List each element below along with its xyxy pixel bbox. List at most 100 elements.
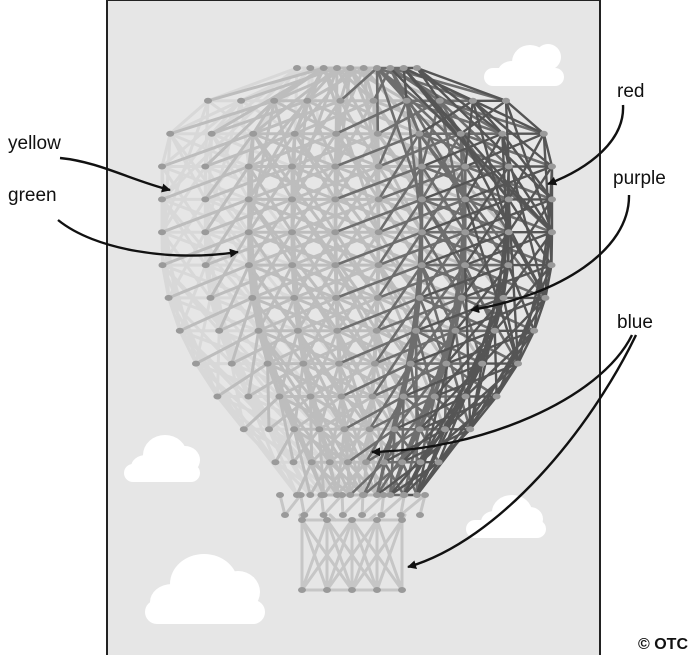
nail — [399, 393, 408, 400]
string-segment — [310, 460, 352, 497]
string-segment — [348, 460, 386, 497]
nail — [201, 163, 210, 170]
nail — [499, 294, 508, 301]
string-segment — [334, 263, 424, 300]
string-segment — [309, 329, 339, 398]
nail — [281, 512, 289, 518]
basket-string — [399, 493, 427, 517]
string-segment — [346, 460, 379, 497]
string-segment — [194, 296, 212, 366]
string-segment — [257, 329, 366, 497]
nail — [175, 327, 184, 334]
string-segment — [168, 99, 210, 136]
nail — [415, 130, 424, 137]
string-segment — [266, 329, 339, 366]
string-segment — [290, 99, 342, 168]
nail — [442, 360, 451, 367]
string-segment — [340, 362, 413, 398]
string-segment — [334, 230, 424, 267]
nail — [365, 426, 374, 433]
nail — [275, 393, 284, 400]
nail — [374, 196, 383, 203]
nail — [166, 130, 175, 137]
nail — [413, 65, 421, 71]
nail — [359, 65, 368, 71]
string-segment — [257, 263, 294, 333]
nail — [306, 492, 315, 498]
label-red: red — [617, 81, 645, 102]
string-segment — [507, 132, 545, 201]
nail — [504, 163, 513, 170]
string-segment — [377, 198, 424, 267]
nail — [204, 97, 212, 104]
nail — [307, 459, 316, 466]
nail — [290, 130, 299, 137]
string-segment — [346, 460, 352, 497]
nail — [461, 163, 470, 170]
nail — [368, 393, 377, 400]
string-segment — [203, 99, 276, 168]
nail — [373, 517, 381, 523]
arrow-red — [547, 104, 625, 186]
string-segment — [418, 362, 484, 431]
string-segment — [194, 329, 260, 366]
nail — [399, 65, 408, 71]
nail — [468, 97, 477, 104]
string-segment — [402, 329, 457, 398]
nail — [374, 229, 383, 236]
cloud-top-right — [484, 44, 564, 86]
string-segment — [317, 427, 326, 497]
string-segment — [247, 197, 294, 267]
nail — [158, 262, 167, 269]
string-segment — [368, 362, 413, 431]
string-segment — [454, 296, 547, 332]
nail — [415, 426, 424, 433]
string-segment — [160, 165, 207, 234]
basket-string — [379, 493, 386, 517]
string-segment — [334, 230, 381, 300]
string-segment — [343, 395, 405, 431]
string-segment — [290, 197, 337, 267]
string-segment — [333, 198, 424, 234]
string-segment — [292, 362, 305, 431]
string-segment — [433, 329, 496, 398]
nail — [331, 196, 340, 203]
nail — [514, 360, 522, 367]
string-segment — [247, 263, 372, 431]
string-segment — [290, 197, 381, 234]
string-segment — [464, 329, 536, 398]
string-segment — [230, 296, 254, 366]
string-segment — [309, 395, 314, 464]
string-segment — [317, 395, 374, 431]
string-segment — [375, 263, 424, 333]
nail — [413, 492, 421, 498]
nail — [418, 229, 426, 236]
string-segment — [328, 395, 343, 464]
basket-string — [340, 493, 345, 517]
basket-string — [418, 493, 427, 517]
string-segment — [376, 263, 467, 300]
nail — [237, 97, 246, 104]
string-segment — [377, 99, 409, 168]
nail — [239, 426, 248, 433]
nail — [541, 294, 550, 301]
arrow-blue-upper — [371, 334, 634, 457]
string-segment — [464, 132, 545, 168]
nail — [421, 492, 429, 498]
nail — [412, 327, 421, 334]
string-segment — [230, 329, 300, 366]
nail — [298, 587, 306, 593]
string-segment — [339, 66, 379, 103]
basket-string — [283, 493, 303, 517]
nail — [456, 130, 465, 137]
basket-string — [300, 518, 329, 592]
nail — [298, 517, 306, 523]
string-segment — [266, 362, 271, 431]
nail — [331, 229, 340, 236]
string-segment — [333, 132, 421, 168]
string-segment — [337, 329, 418, 365]
nail — [478, 360, 487, 367]
nail — [338, 512, 347, 518]
string-segment — [415, 329, 496, 497]
string-segment — [310, 427, 346, 464]
